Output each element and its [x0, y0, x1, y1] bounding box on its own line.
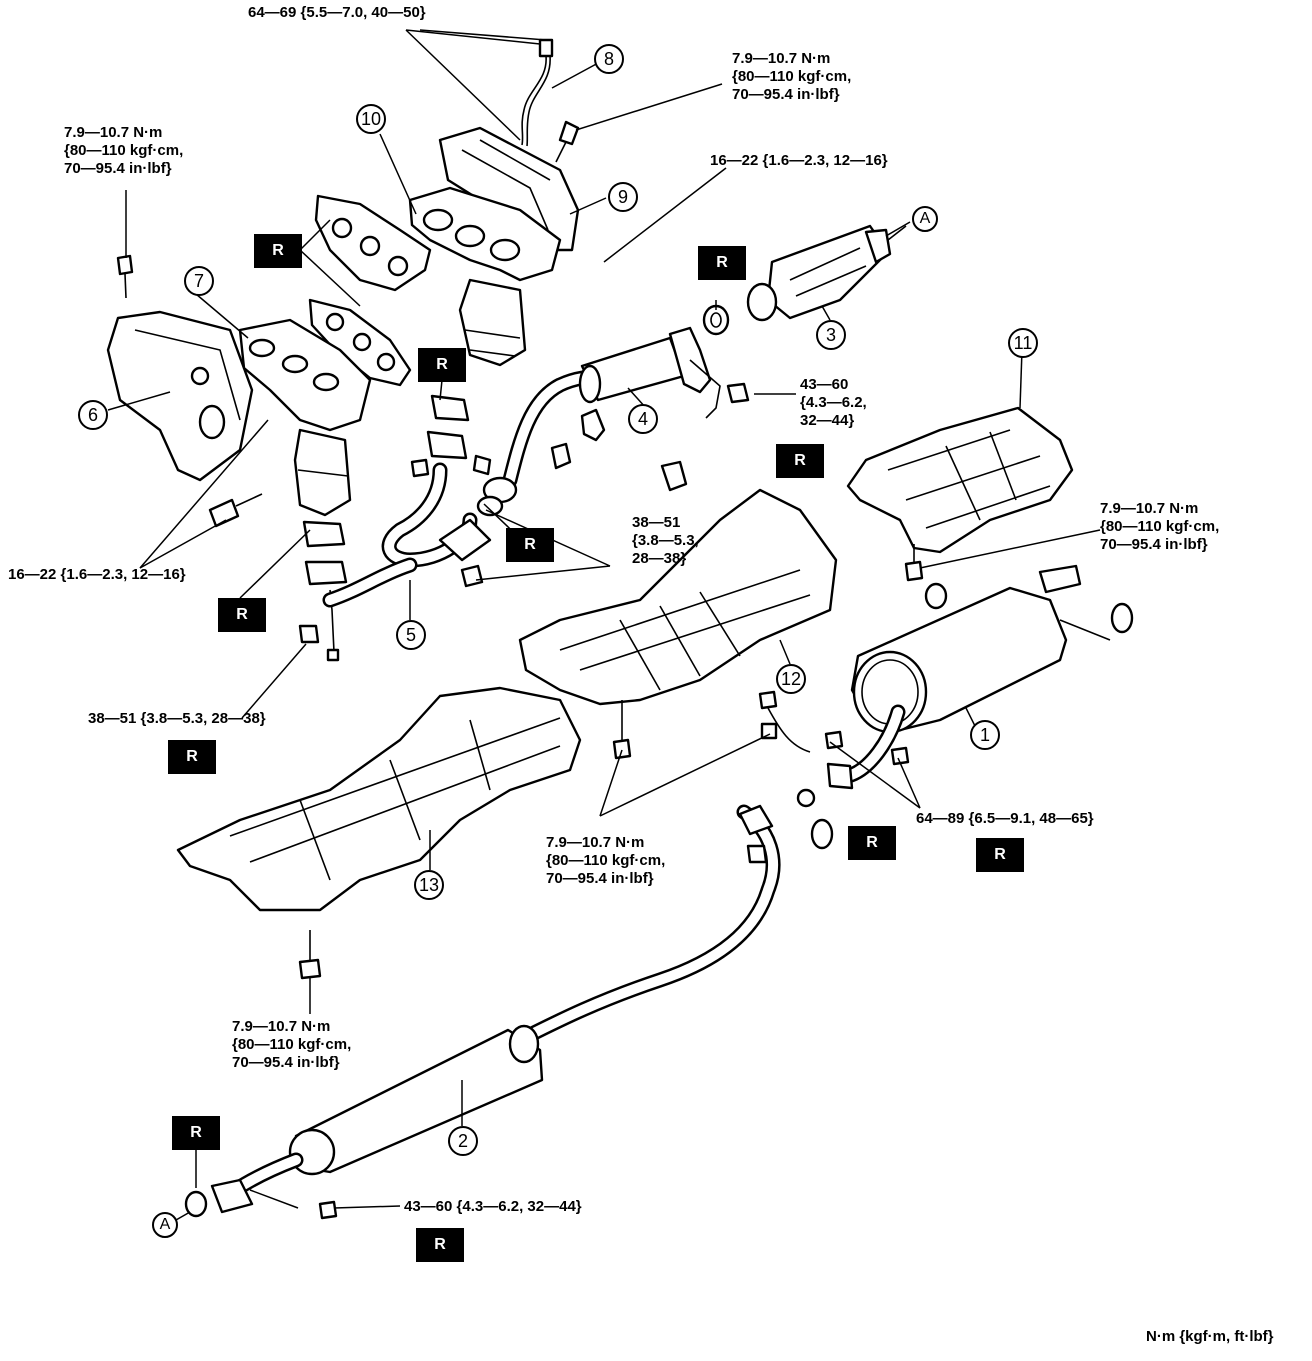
callout-3: 3 [816, 320, 846, 350]
catalytic-converter [746, 224, 907, 322]
front-pipe-bolts [410, 454, 492, 588]
replace-mark-converter-gasket: R [698, 246, 746, 280]
callout-10: 10 [356, 104, 386, 134]
heat-insulator-bolt-center [612, 700, 632, 760]
exhaust-manifold-rear [408, 186, 562, 367]
callout-11: 11 [1008, 328, 1038, 358]
callout-1: 1 [970, 720, 1000, 750]
torque-heat-insulator-center: 7.9—10.7 N·m {80—110 kgf·cm, 70—95.4 in·… [546, 834, 666, 887]
front-pipe-converter [476, 326, 721, 517]
front-pipe-nut [726, 382, 750, 404]
oxygen-sensor-lower [298, 589, 340, 662]
torque-front-pipe: 43—60 {4.3—6.2, 32—44} [800, 376, 867, 429]
heat-insulator-middle [518, 488, 838, 706]
torque-heat-insulator-upper: 7.9—10.7 N·m {80—110 kgf·cm, 70—95.4 in·… [732, 50, 852, 103]
replace-mark-front-pipe-flange: R [506, 528, 554, 562]
replace-mark-upper-gasket: R [254, 234, 302, 268]
units-note: N·m {kgf·m, ft·lbf} [1146, 1328, 1274, 1345]
replace-mark-center-gasket: R [418, 348, 466, 382]
middle-pipe [184, 804, 781, 1220]
main-silencer [826, 564, 1111, 790]
front-pipe [322, 462, 492, 608]
pipe-gasket-left [302, 520, 348, 586]
callout-5: 5 [396, 620, 426, 650]
torque-manifold-right: 16—22 {1.6—2.3, 12—16} [710, 152, 888, 169]
rubber-hangers [550, 408, 688, 492]
manifold-gasket-upper [314, 194, 432, 292]
heat-insulator-lower [176, 686, 582, 912]
torque-heat-insulator-right: 7.9—10.7 N·m {80—110 kgf·cm, 70—95.4 in·… [1100, 500, 1220, 553]
replace-mark-front-pipe-nut: R [776, 444, 824, 478]
stud-bolt [555, 120, 580, 163]
silencer-mounts [758, 582, 1134, 850]
torque-manifold-left: 16—22 {1.6—2.3, 12—16} [8, 566, 186, 583]
torque-muffler: 64—89 {6.5—9.1, 48—65} [916, 810, 1094, 827]
replace-mark-middle-pipe-nut: R [416, 1228, 464, 1262]
torque-heat-insulator-left: 7.9—10.7 N·m {80—110 kgf·cm, 70—95.4 in·… [64, 124, 184, 177]
callout-4: 4 [628, 404, 658, 434]
torque-sensor-bottom: 38—51 {3.8—5.3, 28—38} [88, 710, 266, 727]
replace-mark-middle-pipe-gasket: R [172, 1116, 220, 1150]
torque-heat-insulator-bottom: 7.9—10.7 N·m {80—110 kgf·cm, 70—95.4 in·… [232, 1018, 352, 1071]
callout-7: 7 [184, 266, 214, 296]
manifold-gasket-lower [308, 298, 412, 387]
callout-2: 2 [448, 1126, 478, 1156]
callout-13: 13 [414, 870, 444, 900]
torque-sensor-top: 64—69 {5.5—7.0, 40—50} [248, 4, 426, 21]
replace-mark-lower-sensor: R [168, 740, 216, 774]
replace-mark-left-gasket: R [218, 598, 266, 632]
heat-insulator-front [106, 310, 254, 482]
oxygen-sensor-upper [521, 38, 554, 147]
callout-9: 9 [608, 182, 638, 212]
replace-mark-silencer-gasket: R [848, 826, 896, 860]
leader-lines [107, 29, 1101, 1221]
exhaust-manifold-front [238, 318, 372, 517]
heat-insulator-rear [846, 406, 1074, 554]
replace-mark-silencer-nuts: R [976, 838, 1024, 872]
pipe-gasket-center [426, 394, 470, 460]
torque-flange-mid: 38—51 {3.8—5.3, 28—38} [632, 514, 699, 567]
callout-8: 8 [594, 44, 624, 74]
callout-a-top: A [912, 206, 938, 232]
heat-insulator-bolt-right [904, 544, 924, 582]
callout-12: 12 [776, 664, 806, 694]
callout-6: 6 [78, 400, 108, 430]
converter-gasket [702, 304, 730, 336]
torque-middle-pipe: 43—60 {4.3—6.2, 32—44} [404, 1198, 582, 1215]
heat-insulator-bolt-bottom [298, 930, 322, 980]
callout-a-bottom: A [152, 1212, 178, 1238]
